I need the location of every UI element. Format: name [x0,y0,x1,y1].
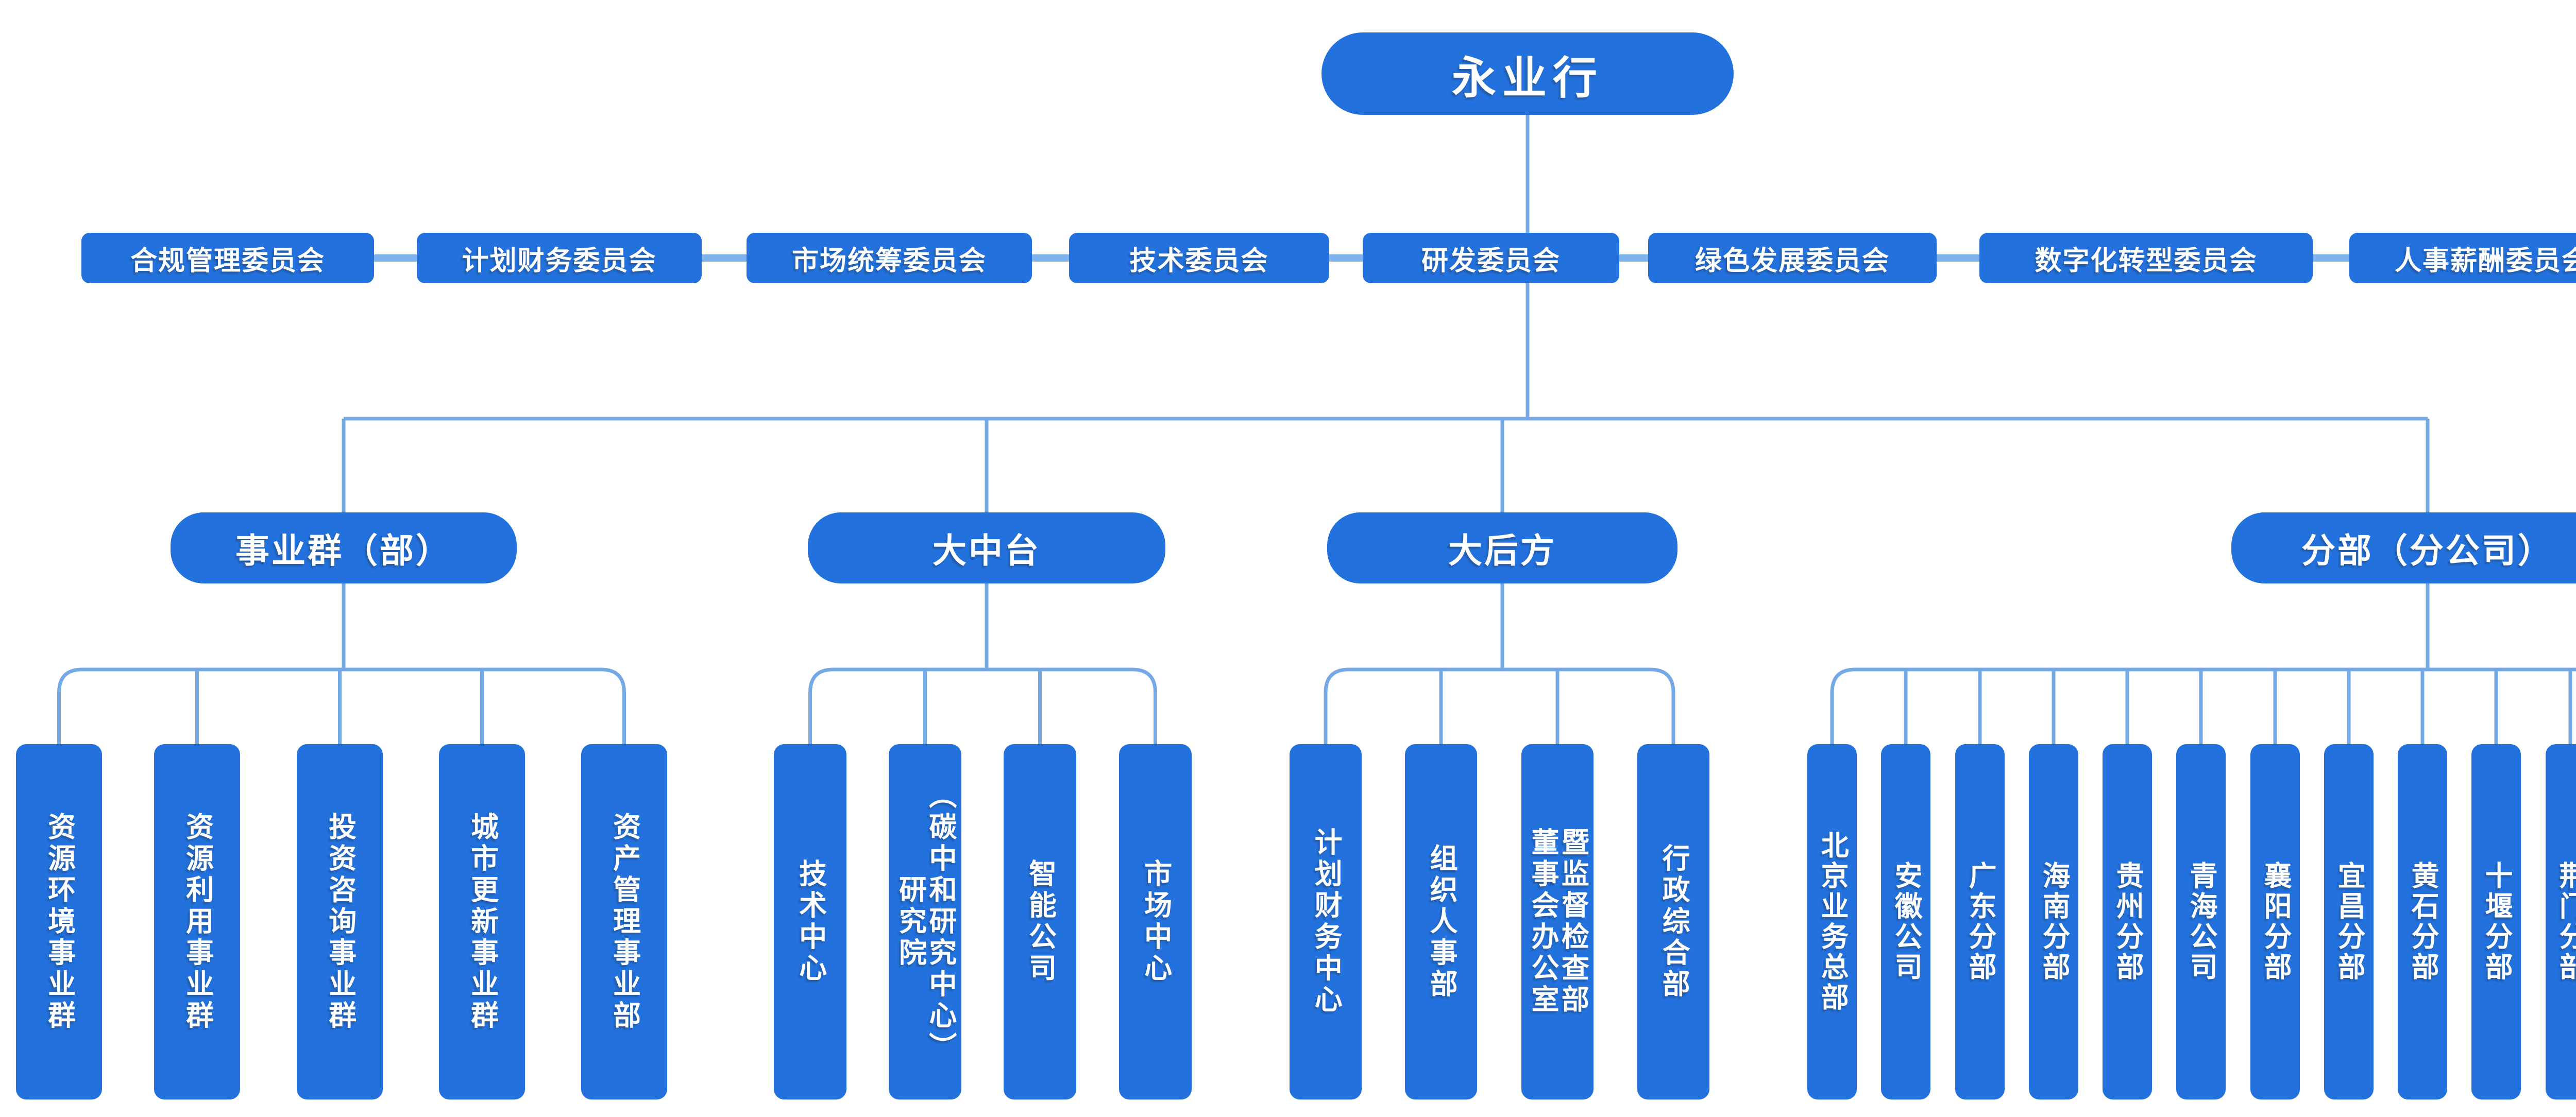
committee-node: 市场统筹委员会 [747,233,1032,283]
committee-node: 计划财务委员会 [417,233,702,283]
branch-pill: 事业群（部） [171,512,517,583]
leaf-node: 襄阳分部 [2250,744,2300,1099]
leaf-node: 市场中心 [1119,744,1192,1099]
leaf-node: 北京业务总部 [1807,744,1857,1099]
leaf-node: 组织人事部 [1405,744,1477,1099]
leaf-node: 十堰分部 [2471,744,2521,1099]
leaf-node: 研究院 （碳中和研究中心） [889,744,961,1099]
leaf-node: 资源环境事业群 [16,744,102,1099]
leaf-node: 贵州分部 [2103,744,2152,1099]
leaf-node: 广东分部 [1955,744,2005,1099]
leaf-node: 安徽公司 [1881,744,1930,1099]
leaf-node: 计划财务中心 [1290,744,1362,1099]
committee-node: 合规管理委员会 [81,233,374,283]
leaf-node: 技术中心 [774,744,846,1099]
leaf-node: 智能公司 [1004,744,1076,1099]
leaf-node: 投资咨询事业群 [297,744,383,1099]
leaf-node: 资产管理事业部 [581,744,667,1099]
leaf-node: 宜昌分部 [2324,744,2374,1099]
branch-pill: 分部（分公司） [2231,512,2576,583]
leaf-node: 黄石分部 [2398,744,2447,1099]
leaf-node: 青海公司 [2176,744,2226,1099]
committee-node: 数字化转型委员会 [1979,233,2313,283]
branch-pill: 大中台 [808,512,1165,583]
leaf-node: 海南分部 [2029,744,2078,1099]
branch-pill: 大后方 [1327,512,1677,583]
leaf-node: 资源利用事业群 [154,744,240,1099]
committee-node: 技术委员会 [1069,233,1329,283]
committee-node: 绿色发展委员会 [1648,233,1937,283]
leaf-node: 城市更新事业群 [439,744,525,1099]
leaf-node: 荆门分部 [2546,744,2576,1099]
committee-node: 人事薪酬委员会 [2349,233,2576,283]
committee-node: 研发委员会 [1363,233,1619,283]
root-node: 永业行 [1321,32,1734,115]
leaf-node: 行政综合部 [1637,744,1709,1099]
leaf-node: 董事会办公室 暨监督检查部 [1521,744,1594,1099]
